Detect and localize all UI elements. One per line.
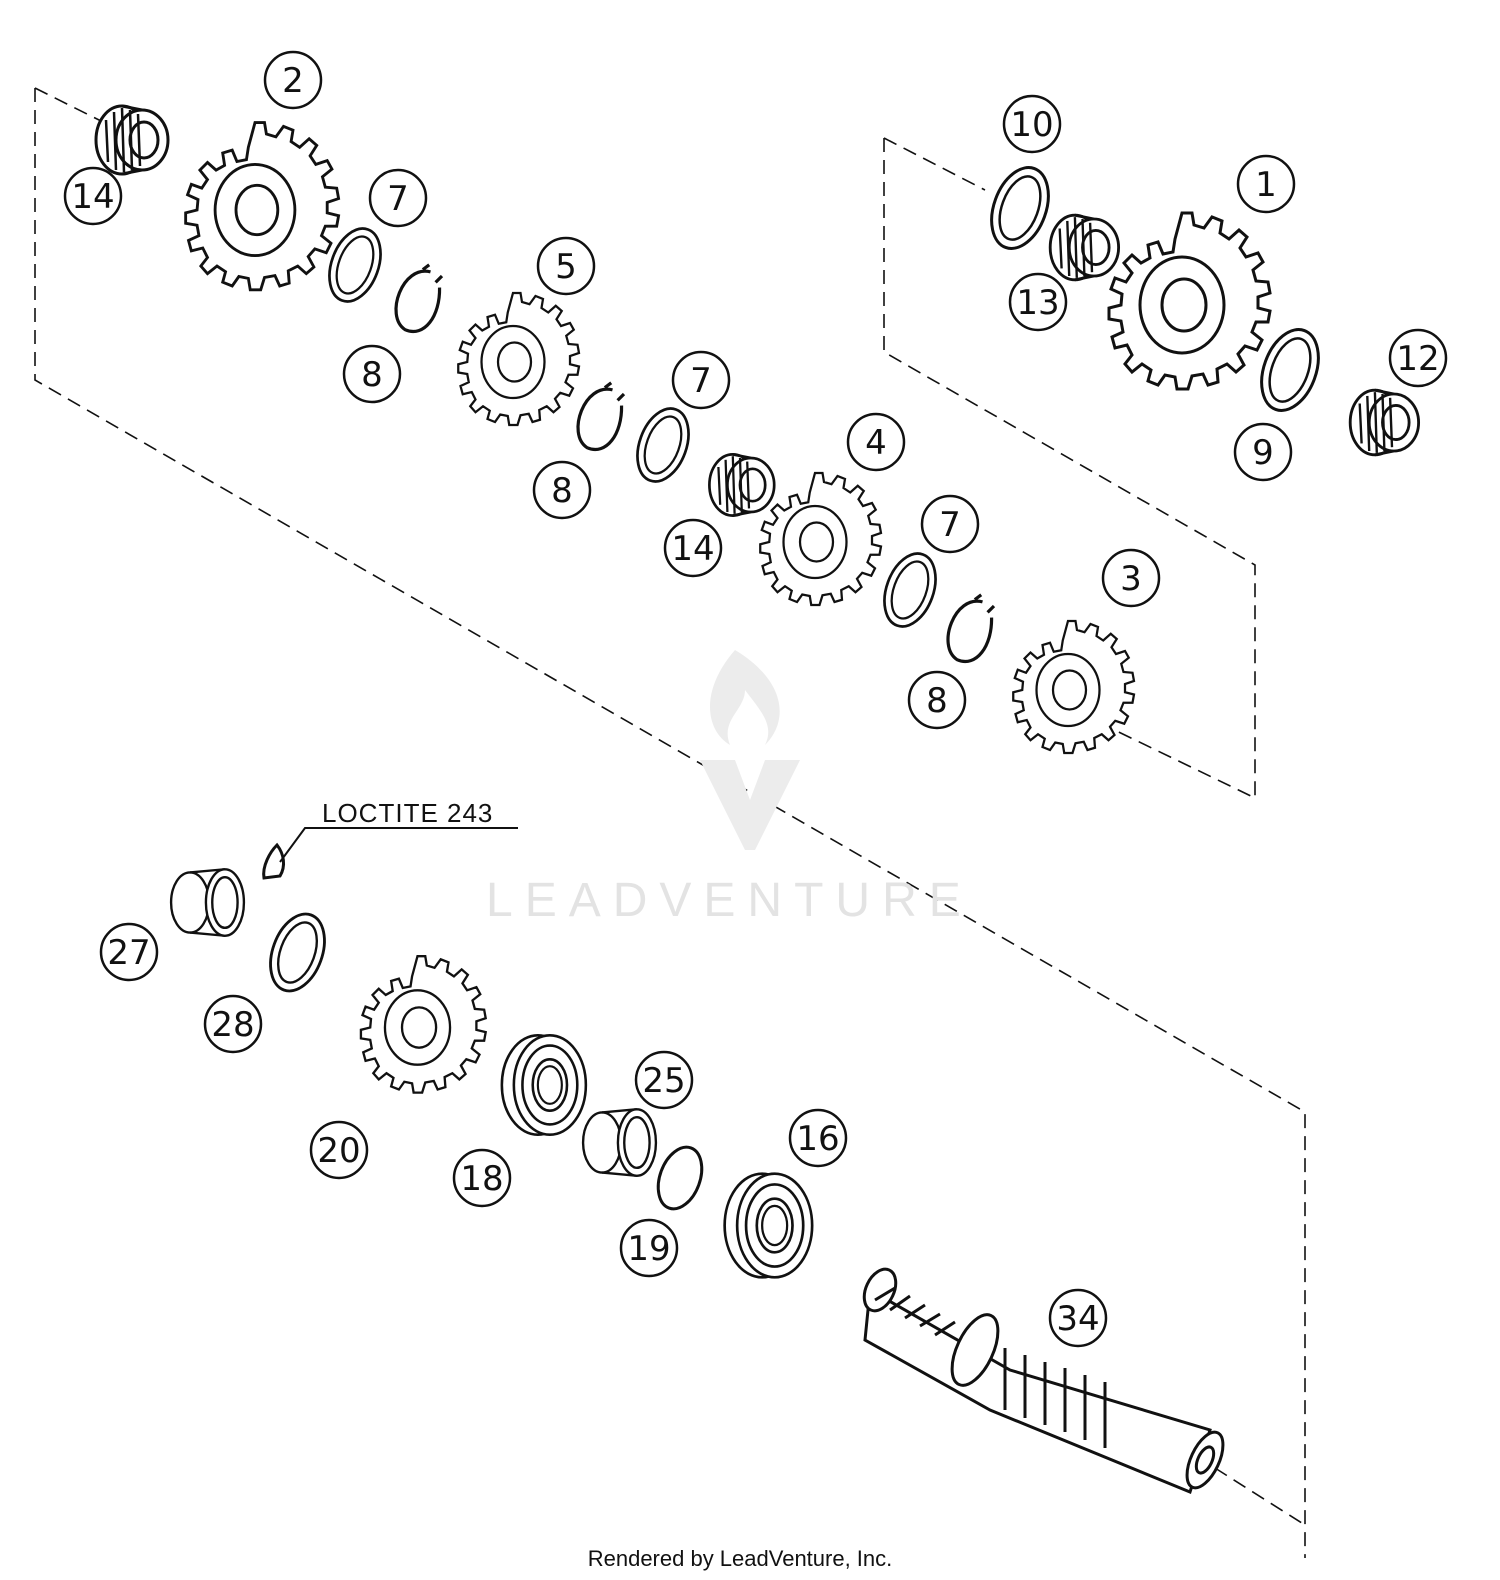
svg-text:25: 25 [642, 1061, 685, 1101]
part-10-washer [979, 158, 1061, 258]
part-14-needle-bearing [94, 104, 170, 176]
svg-text:34: 34 [1056, 1299, 1099, 1339]
callout-3: 3 [1101, 548, 1161, 608]
svg-text:4: 4 [865, 423, 887, 463]
callout-1: 1 [1236, 154, 1296, 214]
svg-text:16: 16 [796, 1119, 839, 1159]
callout-8-c: 8 [907, 670, 967, 730]
callout-4: 4 [846, 412, 906, 472]
part-16-bearing [723, 1172, 814, 1279]
part-14-needle-bearing-2 [708, 453, 776, 517]
part-8-circlip-2 [570, 381, 630, 457]
svg-text:19: 19 [627, 1229, 670, 1269]
loctite-annotation: LOCTITE 243 [322, 798, 493, 828]
part-8-circlip-3 [940, 593, 1000, 669]
part-13-needle-bearing [1048, 213, 1121, 282]
part-9-washer [1249, 320, 1331, 420]
part-2-gear [184, 121, 341, 292]
part-4-gear [759, 471, 883, 607]
svg-text:7: 7 [939, 505, 961, 545]
flame-v-logo-icon [700, 650, 800, 850]
part-28-washer [259, 905, 336, 1000]
svg-text:18: 18 [460, 1159, 503, 1199]
svg-text:1: 1 [1255, 165, 1277, 205]
callout-25: 25 [634, 1050, 694, 1110]
callout-labels: 2 14 7 5 8 7 8 4 14 7 3 8 10 1 13 12 9 2… [63, 50, 1448, 1348]
svg-text:8: 8 [926, 681, 948, 721]
callout-12: 12 [1388, 328, 1448, 388]
svg-text:7: 7 [387, 179, 409, 219]
callout-8-b: 8 [532, 460, 592, 520]
callout-19: 19 [619, 1218, 679, 1278]
loctite-leader [279, 827, 518, 863]
svg-text:13: 13 [1016, 283, 1059, 323]
part-1-gear [1107, 211, 1272, 391]
part-18-bearing [500, 1033, 588, 1137]
part-25-sleeve [581, 1108, 658, 1177]
svg-text:8: 8 [361, 355, 383, 395]
callout-20: 20 [309, 1120, 369, 1180]
credit-text: Rendered by LeadVenture, Inc. [588, 1546, 893, 1571]
svg-text:12: 12 [1396, 339, 1439, 379]
part-27-seal [169, 868, 246, 937]
callout-14-b: 14 [663, 518, 723, 578]
watermark-text: LEADVENTURE [486, 874, 973, 927]
callout-27: 27 [99, 922, 159, 982]
part-7-washer-3 [873, 545, 947, 635]
loctite-drop [262, 842, 286, 880]
svg-text:7: 7 [690, 361, 712, 401]
svg-text:28: 28 [211, 1005, 254, 1045]
part-3-gear [1011, 619, 1136, 755]
callout-7-b: 7 [671, 350, 731, 410]
svg-text:2: 2 [282, 61, 304, 101]
svg-text:3: 3 [1120, 559, 1142, 599]
callout-7: 7 [368, 168, 428, 228]
svg-text:27: 27 [107, 933, 150, 973]
part-8-circlip [388, 263, 448, 339]
callout-13: 13 [1008, 272, 1068, 332]
callout-10: 10 [1002, 94, 1062, 154]
callout-2: 2 [263, 50, 323, 110]
callout-28: 28 [203, 994, 263, 1054]
callout-9: 9 [1233, 422, 1293, 482]
guide-lines [34, 87, 1306, 1558]
svg-text:9: 9 [1252, 433, 1274, 473]
svg-text:20: 20 [317, 1131, 360, 1171]
svg-text:10: 10 [1010, 105, 1053, 145]
svg-text:8: 8 [551, 471, 573, 511]
part-19-o-ring [656, 1145, 704, 1211]
part-12-bushing [1348, 388, 1421, 457]
part-20-sprocket [359, 954, 488, 1094]
part-7-washer-2 [626, 400, 700, 490]
part-34-shaft [862, 1267, 1225, 1495]
callout-16: 16 [788, 1108, 848, 1168]
callout-34: 34 [1048, 1288, 1108, 1348]
callout-7-c: 7 [920, 494, 980, 554]
svg-text:5: 5 [555, 247, 577, 287]
callout-8: 8 [342, 344, 402, 404]
callout-5: 5 [536, 236, 596, 296]
svg-text:14: 14 [71, 177, 114, 217]
part-7-washer [318, 220, 392, 310]
part-5-gear [457, 291, 581, 427]
svg-text:14: 14 [671, 529, 714, 569]
callout-18: 18 [452, 1148, 512, 1208]
callout-14: 14 [63, 166, 123, 226]
